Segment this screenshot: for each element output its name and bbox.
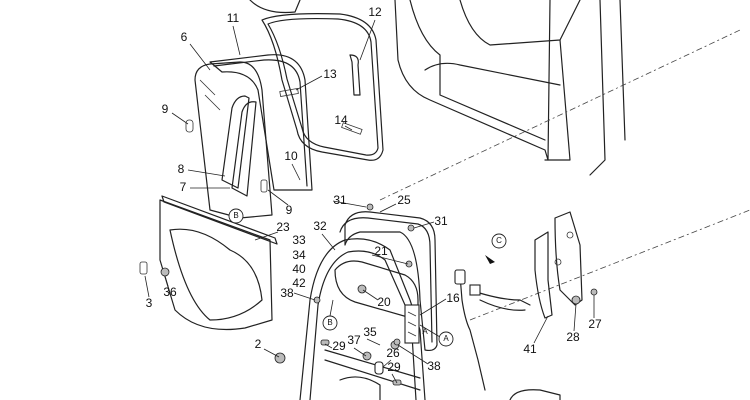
callout-27: 27: [588, 317, 602, 331]
callout-9: 9: [286, 203, 293, 217]
callout-38: 38: [280, 286, 294, 300]
callout-14: 14: [334, 113, 348, 127]
washer-36: [160, 267, 170, 277]
callout-6: 6: [181, 30, 188, 44]
callout-33: 33: [292, 233, 306, 247]
reference-mark: A: [422, 327, 428, 336]
callout-2: 2: [255, 337, 262, 351]
callout-29: 29: [387, 360, 401, 374]
cab-frame: [249, 0, 750, 321]
seal-11: [209, 54, 313, 191]
cable: [459, 274, 486, 391]
glass-frame-12: [261, 13, 384, 161]
callout-25: 25: [397, 193, 411, 207]
reference-circle: [438, 331, 454, 347]
callout-12: 12: [368, 5, 382, 19]
seal-25: [344, 211, 438, 352]
callout-37: 37: [347, 333, 361, 347]
glass-23: [159, 199, 273, 331]
callout-42: 42: [292, 276, 306, 290]
bracket: [554, 211, 583, 306]
rail-7: [221, 95, 250, 189]
callout-16: 16: [446, 291, 460, 305]
callout-28: 28: [566, 330, 580, 344]
callout-31: 31: [333, 193, 347, 207]
callout-35: 35: [363, 325, 377, 339]
reference-mark: B: [327, 318, 332, 327]
callout-40: 40: [292, 262, 306, 276]
reference-mark: A: [443, 334, 449, 343]
lower-part: [509, 389, 561, 400]
callout-20: 20: [377, 295, 391, 309]
reference-mark: B: [233, 211, 238, 220]
callout-8: 8: [178, 162, 185, 176]
bracket-41: [534, 231, 553, 319]
callout-10: 10: [284, 149, 298, 163]
callout-34: 34: [292, 248, 306, 262]
callout-26: 26: [386, 346, 400, 360]
callout-13: 13: [323, 67, 337, 81]
callout-29: 29: [332, 339, 346, 353]
callout-9: 9: [162, 102, 169, 116]
reference-mark: C: [496, 236, 502, 245]
callout-41: 41: [523, 342, 537, 356]
glass-6: [194, 61, 273, 219]
callout-11: 11: [227, 11, 240, 25]
door-32: [299, 238, 426, 400]
callout-7: 7: [180, 180, 187, 194]
callout-38: 38: [427, 359, 441, 373]
reference-circle: [228, 208, 244, 224]
callout-3: 3: [146, 296, 153, 310]
callout-36: 36: [163, 285, 177, 299]
rail-8: [231, 101, 257, 197]
callout-32: 32: [313, 219, 327, 233]
seal-11-inner: [213, 59, 308, 187]
callout-21: 21: [374, 244, 388, 258]
clip-3: [139, 261, 148, 275]
reference-circle: [322, 315, 338, 331]
callout-31: 31: [434, 214, 448, 228]
callout-23: 23: [276, 220, 290, 234]
reference-circle: [491, 233, 507, 249]
